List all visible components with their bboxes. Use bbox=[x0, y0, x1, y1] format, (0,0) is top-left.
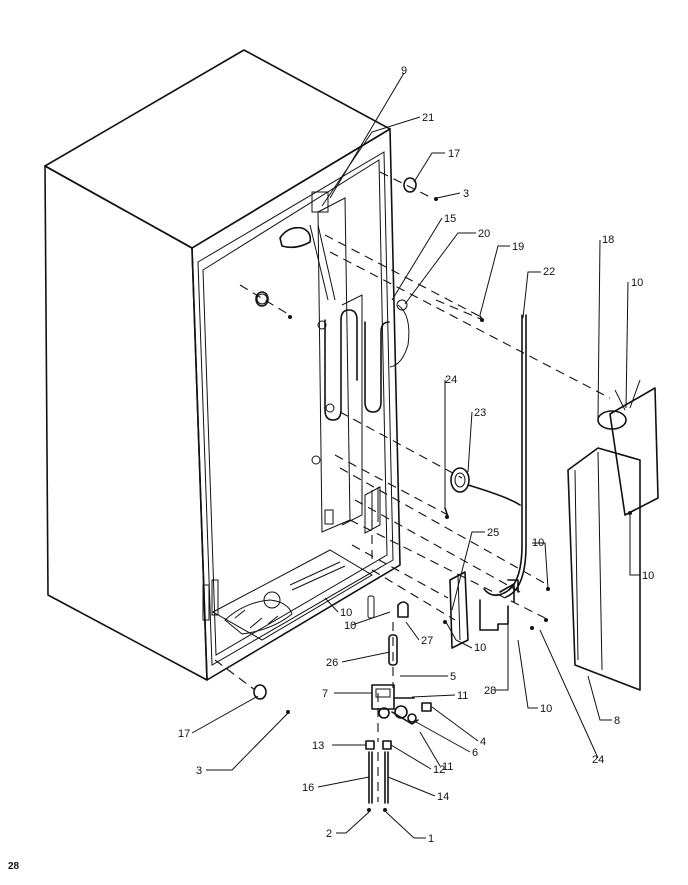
callout-6: 6 bbox=[472, 747, 478, 759]
callout-26: 26 bbox=[326, 657, 338, 669]
callout-24: 24 bbox=[592, 754, 604, 766]
leader-lines bbox=[191, 72, 640, 839]
callout-28: 28 bbox=[484, 685, 496, 697]
callout-11: 11 bbox=[442, 761, 453, 773]
callout-7: 7 bbox=[322, 688, 328, 700]
callout-10: 10 bbox=[532, 537, 544, 549]
callout-25: 25 bbox=[487, 527, 499, 539]
callout-12: 12 bbox=[433, 764, 445, 776]
callout-17: 17 bbox=[448, 148, 460, 160]
callout-27: 27 bbox=[421, 635, 433, 647]
callout-22: 22 bbox=[543, 266, 555, 278]
callout-10: 10 bbox=[642, 570, 654, 582]
callout-23: 23 bbox=[474, 407, 486, 419]
callout-8: 8 bbox=[614, 715, 620, 727]
callout-9: 9 bbox=[401, 65, 407, 77]
callout-3: 3 bbox=[196, 765, 202, 777]
callout-10: 10 bbox=[474, 642, 486, 654]
callout-labels: 9 21 17 3 15 20 19 18 22 10 24 23 10 25 … bbox=[178, 65, 654, 845]
callout-18: 18 bbox=[602, 234, 614, 246]
callout-24: 24 bbox=[445, 374, 457, 386]
page-number: 28 bbox=[8, 861, 20, 872]
assembly-guide-lines bbox=[214, 171, 611, 802]
callout-10: 10 bbox=[340, 607, 352, 619]
callout-20: 20 bbox=[478, 228, 490, 240]
callout-16: 16 bbox=[302, 782, 314, 794]
callout-5: 5 bbox=[450, 671, 456, 683]
callout-10: 10 bbox=[540, 703, 552, 715]
callout-4: 4 bbox=[480, 736, 486, 748]
callout-19: 19 bbox=[512, 241, 524, 253]
callout-17: 17 bbox=[178, 728, 190, 740]
cabinet bbox=[44, 49, 401, 681]
callout-3: 3 bbox=[463, 188, 469, 200]
callout-1: 1 bbox=[428, 833, 434, 845]
callout-2: 2 bbox=[326, 828, 332, 840]
callout-13: 13 bbox=[312, 740, 324, 752]
callout-10: 10 bbox=[631, 277, 643, 289]
callout-10: 10 bbox=[344, 620, 356, 632]
callout-11: 11 bbox=[457, 690, 468, 702]
callout-21: 21 bbox=[422, 112, 434, 124]
callout-15: 15 bbox=[444, 213, 456, 225]
exploded-parts bbox=[253, 177, 659, 812]
callout-14: 14 bbox=[437, 791, 449, 803]
